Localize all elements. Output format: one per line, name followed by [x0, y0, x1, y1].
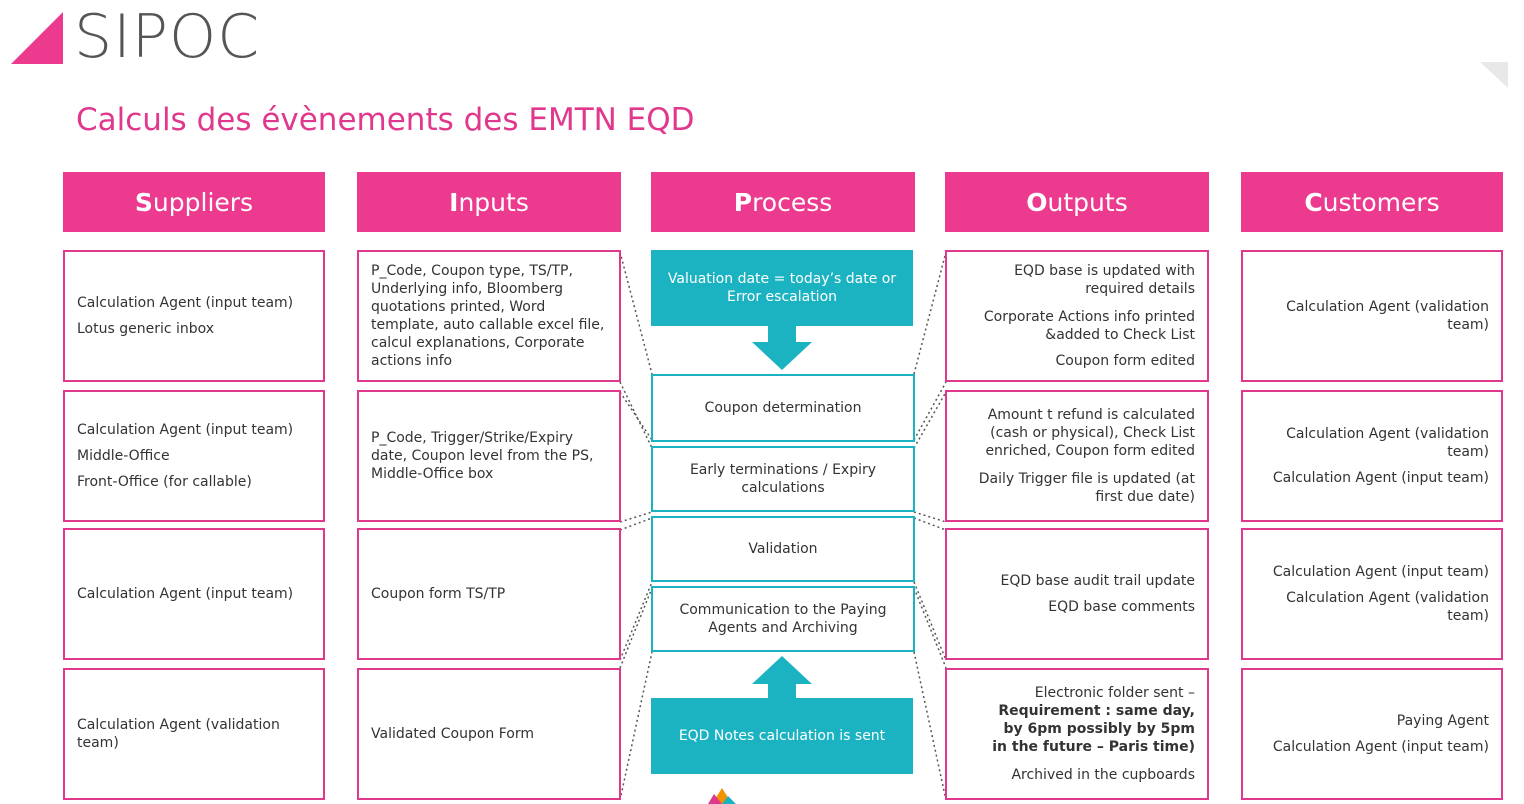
logo-triangle-icon [11, 12, 63, 64]
customers-cell-3: Calculation Agent (input team) Calculati… [1241, 528, 1503, 660]
page-subtitle: Calculs des évènements des EMTN EQD [76, 102, 695, 138]
outputs-cell-3: EQD base audit trail update EQD base com… [945, 528, 1209, 660]
down-arrow-icon [752, 326, 812, 370]
inputs-cell-3: Coupon form TS/TP [357, 528, 621, 660]
process-step-3: Validation [651, 516, 915, 582]
corner-fold-icon [1480, 62, 1508, 88]
inputs-cell-1: P_Code, Coupon type, TS/TP, Underlying i… [357, 250, 621, 382]
outputs-cell-1: EQD base is updated with required detail… [945, 250, 1209, 382]
suppliers-cell-4: Calculation Agent (validation team) [63, 668, 325, 800]
process-step-4: Communication to the Paying Agents and A… [651, 586, 915, 652]
up-arrow-icon [752, 656, 812, 698]
process-step-2: Early terminations / Expiry calculations [651, 446, 915, 512]
process-end-box: EQD Notes calculation is sent [651, 698, 913, 774]
outputs-cell-4: Electronic folder sent – Requirement : s… [945, 668, 1209, 800]
process-start-box: Valuation date = today’s date or Error e… [651, 250, 913, 326]
process-step-1: Coupon determination [651, 374, 915, 442]
outputs-cell-2: Amount t refund is calculated (cash or p… [945, 390, 1209, 522]
company-logo-icon [708, 788, 736, 804]
customers-cell-1: Calculation Agent (validation team) [1241, 250, 1503, 382]
inputs-cell-2: P_Code, Trigger/Strike/Expiry date, Coup… [357, 390, 621, 522]
page-title: SIPOC [74, 2, 261, 72]
inputs-cell-4: Validated Coupon Form [357, 668, 621, 800]
suppliers-cell-2: Calculation Agent (input team) Middle-Of… [63, 390, 325, 522]
customers-cell-2: Calculation Agent (validation team) Calc… [1241, 390, 1503, 522]
suppliers-cell-1: Calculation Agent (input team) Lotus gen… [63, 250, 325, 382]
customers-cell-4: Paying Agent Calculation Agent (input te… [1241, 668, 1503, 800]
suppliers-cell-3: Calculation Agent (input team) [63, 528, 325, 660]
